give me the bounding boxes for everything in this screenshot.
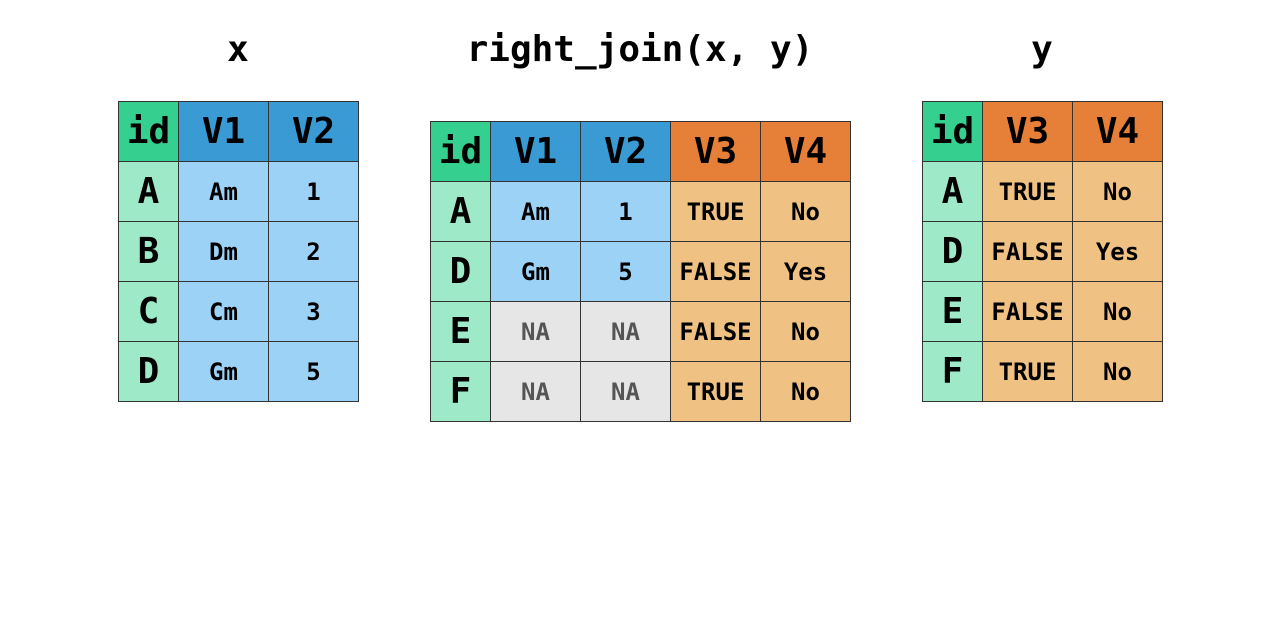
result-header-v3: V3 [671,122,761,182]
y-cell-id: A [923,162,983,222]
x-cell-v1: Am [179,162,269,222]
result-cell-v2: 5 [581,242,671,302]
y-cell-id: D [923,222,983,282]
y-cell-id: F [923,342,983,402]
result-cell-v1: NA [491,302,581,362]
y-cell-v4: Yes [1073,222,1163,282]
x-header-id: id [119,102,179,162]
x-cell-v2: 2 [269,222,359,282]
result-cell-v3: TRUE [671,182,761,242]
x-table-title: x [227,29,249,70]
y-header-id: id [923,102,983,162]
y-header-v4: V4 [1073,102,1163,162]
y-cell-v4: No [1073,342,1163,402]
result-header-v2: V2 [581,122,671,182]
x-cell-v1: Gm [179,342,269,402]
result-cell-v1: Gm [491,242,581,302]
result-cell-v4: No [761,302,851,362]
result-header-id: id [431,122,491,182]
result-cell-v2: NA [581,302,671,362]
x-cell-id: A [119,162,179,222]
x-cell-v2: 3 [269,282,359,342]
y-cell-v3: FALSE [983,282,1073,342]
x-cell-id: C [119,282,179,342]
result-cell-id: E [431,302,491,362]
result-cell-v1: NA [491,362,581,422]
y-cell-v3: FALSE [983,222,1073,282]
result-cell-v2: NA [581,362,671,422]
x-cell-v2: 5 [269,342,359,402]
result-cell-id: D [431,242,491,302]
y-table-title: y [1031,29,1053,70]
y-cell-v4: No [1073,162,1163,222]
result-cell-v4: Yes [761,242,851,302]
y-cell-v3: TRUE [983,342,1073,402]
y-cell-id: E [923,282,983,342]
y-header-v3: V3 [983,102,1073,162]
x-cell-v2: 1 [269,162,359,222]
x-header-v2: V2 [269,102,359,162]
x-cell-id: D [119,342,179,402]
x-header-v1: V1 [179,102,269,162]
result-cell-v2: 1 [581,182,671,242]
result-cell-id: A [431,182,491,242]
y-cell-v4: No [1073,282,1163,342]
result-cell-v3: TRUE [671,362,761,422]
result-header-v4: V4 [761,122,851,182]
x-cell-id: B [119,222,179,282]
result-header-v1: V1 [491,122,581,182]
result-cell-v4: No [761,182,851,242]
result-table-title: right_join(x, y) [466,29,814,70]
x-cell-v1: Dm [179,222,269,282]
result-cell-v3: FALSE [671,242,761,302]
result-cell-id: F [431,362,491,422]
x-cell-v1: Cm [179,282,269,342]
y-cell-v3: TRUE [983,162,1073,222]
result-cell-v3: FALSE [671,302,761,362]
result-cell-v4: No [761,362,851,422]
result-cell-v1: Am [491,182,581,242]
